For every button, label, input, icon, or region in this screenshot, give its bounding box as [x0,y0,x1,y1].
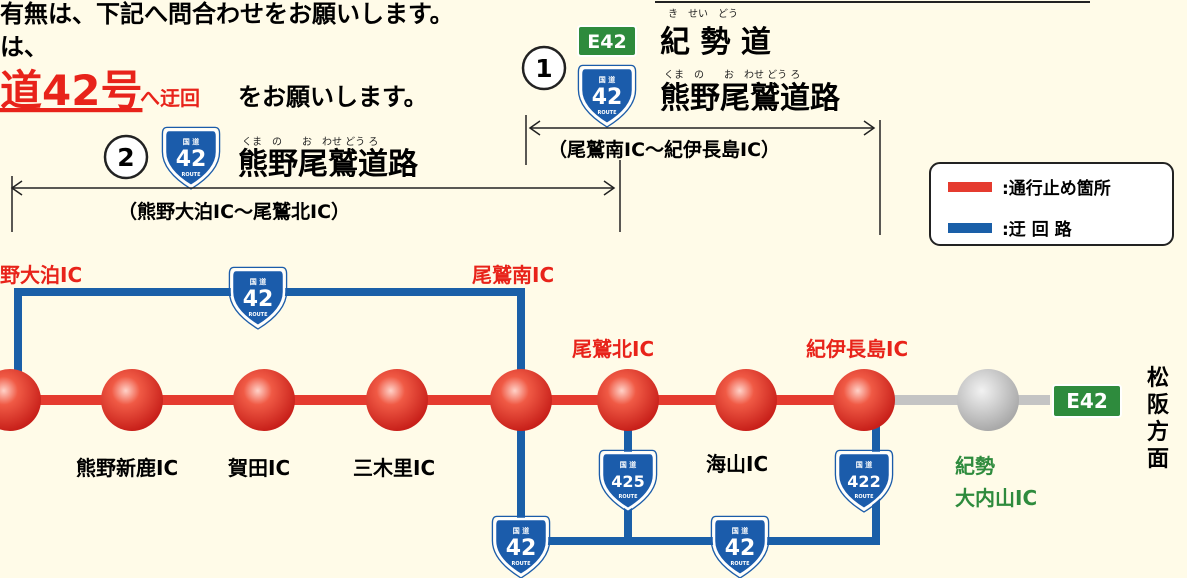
section2-header: 2 国 道 42 ROUTE くま の お わせ どう ろ 熊野尾鷲道路 （熊野… [10,126,621,232]
e42-badge [577,25,637,57]
ic-label-kumano-odomari: 野大泊IC [0,263,82,287]
legend-closed-swatch [948,182,992,192]
ic-node-kumano-odomari [0,369,41,431]
notice-line2: は、 [0,33,48,61]
shield-bottom-label: ROUTE [855,494,875,500]
legend-detour-label: :迂 回 路 [1002,219,1073,240]
route-42-shield-icon: 国 道 42 ROUTE [491,515,551,578]
e42-badge [1052,384,1122,418]
shield-number: 422 [847,472,880,491]
section1-arrow-left-icon [528,120,541,136]
section2-number: 2 [117,143,134,172]
section1-road-a: 紀 勢 道 [660,25,771,60]
shield-top-label: 国 道 [620,460,636,469]
ic-label-miyama: 海山IC [706,452,768,476]
section1-header: 1 E42 き せい どう 紀 勢 道 国 道 42 ROUTE くま の お … [521,8,881,235]
route-42-shield-icon: 国 道 42 ROUTE [577,64,637,129]
ic-node-kata [233,369,295,431]
shield-number: 42 [592,85,623,110]
shield-bottom-label: ROUTE [182,172,202,178]
notice-route-emph: 道42号 [0,66,142,115]
shield-number: 42 [506,536,537,561]
direction-char-3: 方 [1147,419,1169,445]
direction-char-1: 松 [1147,366,1169,391]
shield-top-label: 国 道 [250,277,266,286]
e42-badge-label: E42 [587,31,626,53]
section1-range: （尾鷲南IC〜紀伊長島IC） [548,138,780,161]
ic-label-kii-nagashima: 紀伊長島IC [806,337,908,361]
shield-number: 42 [243,287,274,312]
ic-node-owase-minami [490,369,552,431]
ic-label-owase-minami: 尾鷲南IC [472,263,554,287]
legend: :通行止め箇所 :迂 回 路 [929,162,1174,246]
interchange-labels: 野大泊IC 尾鷲南IC 尾鷲北IC 紀伊長島IC 熊野新鹿IC 賀田IC 三木里… [0,263,1037,510]
direction-char-2: 阪 [1147,393,1169,418]
shield-bottom-label: ROUTE [512,561,532,567]
ic-label-kisei-ouchiyama-1: 紀勢 [955,454,995,478]
shield-number: 42 [725,536,756,561]
shield-number: 42 [176,147,207,172]
shield-bottom-label: ROUTE [731,561,751,567]
e42-badge-label: E42 [1066,389,1108,413]
shield-number: 425 [611,472,644,491]
route-42-shield-icon: 国 道 42 ROUTE [161,126,221,191]
ic-label-kumano-shinka: 熊野新鹿IC [76,456,178,480]
legend-detour-swatch [948,223,992,233]
section1-number-circle [521,45,567,91]
section1-arrow-right-icon [863,120,876,136]
detour-south-loop [517,395,880,545]
direction-label: 松 阪 方 面 [1147,366,1169,472]
section2-road-ruby: くま の お わせ どう ろ [242,136,378,148]
shield-top-label: 国 道 [599,75,615,84]
section1-road-a-ruby: き せい どう [668,8,738,20]
ic-node-owase-kita [597,369,659,431]
section2-range: （熊野大泊IC〜尾鷲北IC） [118,200,350,223]
section2-arrow-right-icon [603,180,616,196]
notice-block: 有無は、下記へ問合わせをお願いします。 は、 道42号 へ迂回 をお願いします。 [0,0,454,115]
section1-road-b: 熊野尾鷲道路 [660,81,841,116]
ic-node-kumano-shinka [101,369,163,431]
ic-label-mikiri: 三木里IC [353,456,435,480]
route-42-shield-icon: 国 道 42 ROUTE [228,266,288,331]
section1-road-b-ruby: くま の お わせ どう ろ [664,69,800,81]
ic-node-kisei-ouchiyama [957,369,1019,431]
legend-closed-label: :通行止め箇所 [1002,178,1111,199]
section2-road: 熊野尾鷲道路 [238,147,419,182]
notice-detour-small: へ迂回 [140,86,200,110]
ic-label-owase-kita: 尾鷲北IC [572,337,654,361]
notice-line3-rest: をお願いします。 [238,83,428,111]
shield-top-label: 国 道 [183,137,199,146]
ic-label-kata: 賀田IC [227,456,290,480]
interchange-nodes [0,369,1019,431]
shield-top-label: 国 道 [732,526,748,535]
ic-node-mikiri [366,369,428,431]
route-425-shield-icon: 国 道 425 ROUTE [598,449,658,514]
route-42-shield-icon: 国 道 42 ROUTE [710,515,770,578]
ic-label-kisei-ouchiyama-2: 大内山IC [955,486,1037,510]
direction-char-4: 面 [1147,447,1169,472]
section2-number-circle [103,134,149,180]
notice-line1: 有無は、下記へ問合わせをお願いします。 [0,0,454,28]
shield-top-label: 国 道 [513,526,529,535]
route-422-shield-icon: 国 道 422 ROUTE [834,449,894,514]
section1-number: 1 [535,54,552,83]
ic-node-miyama [715,369,777,431]
shield-bottom-label: ROUTE [598,110,618,116]
shield-bottom-label: ROUTE [619,494,639,500]
ic-node-kii-nagashima [833,369,895,431]
shield-top-label: 国 道 [856,460,872,469]
shield-bottom-label: ROUTE [249,312,269,318]
